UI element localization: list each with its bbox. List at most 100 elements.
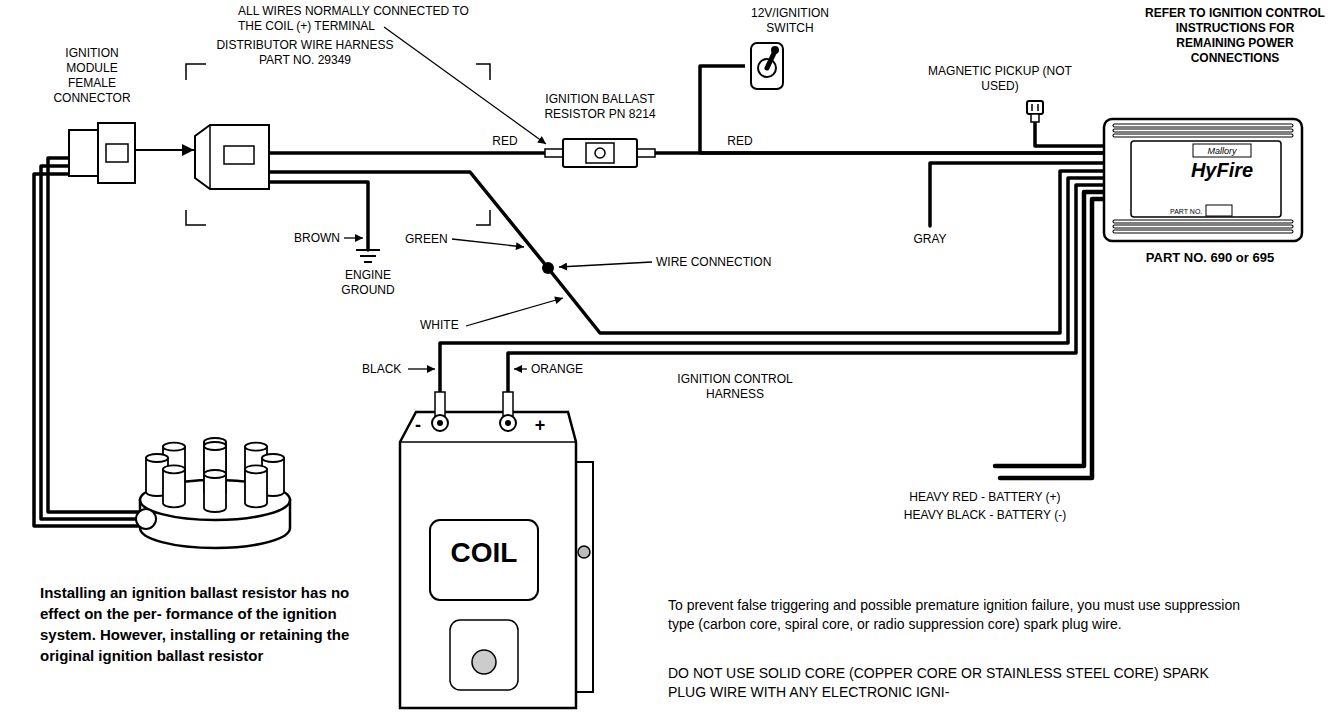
wire-color: WHITE [420, 318, 470, 333]
coil-label-box [430, 520, 538, 600]
node-text: HyFire [1167, 158, 1277, 183]
ignition-control-box: REFER TO IGNITION CONTROL INSTRUCTIONS F… [1103, 118, 1303, 242]
coil-mount-hole [472, 650, 496, 674]
distributor-cap [136, 438, 290, 548]
node-text: PART NO. [1170, 207, 1210, 216]
connector-latch [106, 144, 128, 162]
connector-body [195, 125, 269, 189]
module-fin [1113, 124, 1293, 127]
heavy-red-wire [995, 192, 1103, 466]
wire [508, 185, 1103, 392]
coil-base-panel [450, 620, 518, 690]
wire [270, 171, 1103, 333]
coil-bolt [578, 546, 590, 558]
pickup-boot [1031, 114, 1039, 122]
node-label: COIL [434, 535, 534, 570]
connector-body [69, 130, 98, 176]
leader-line [452, 239, 524, 247]
wire-color: ORANGE [531, 362, 591, 377]
switch-knob [771, 46, 779, 54]
resistor-mount [586, 143, 614, 163]
wire [270, 151, 545, 155]
leader-line [384, 27, 546, 144]
harness-bracket [476, 210, 490, 225]
female-connector-shape [68, 122, 136, 184]
module-fin [1113, 220, 1293, 223]
magnetic-pickup: MAGNETIC PICKUP (NOT USED) [1026, 100, 1044, 122]
gray-wire [930, 163, 1103, 226]
distributor-wire [34, 174, 145, 526]
node-text: - [409, 414, 427, 437]
ignition-switch-shape [745, 42, 789, 90]
cap-tower-top [204, 442, 226, 450]
cap-tower-top [245, 465, 267, 473]
battery-label: HEAVY BLACK - BATTERY (-) [870, 508, 1100, 523]
pickup-pins [1032, 104, 1038, 111]
note-paragraph: To prevent false triggering and possible… [668, 596, 1248, 634]
ground-label: ENGINE GROUND [333, 268, 403, 298]
node-text: Mallory [1182, 146, 1262, 157]
female-connector: IGNITION MODULE FEMALE CONNECTOR [68, 122, 136, 184]
harness-bracket [476, 64, 490, 80]
terminal-ring [500, 415, 516, 431]
cap-tower-top [163, 465, 185, 473]
coil-terminal [435, 392, 445, 416]
pickup-plug [1027, 101, 1043, 114]
wire [440, 178, 1103, 392]
switch-plate [751, 43, 783, 89]
wire [1035, 122, 1103, 146]
node-label: IGNITION MODULE FEMALE CONNECTOR [47, 46, 137, 106]
cap-tower [204, 474, 226, 512]
ground-symbol [356, 250, 380, 262]
node-text: + [531, 414, 549, 437]
module-fin [1113, 134, 1293, 137]
cap-tower-top [204, 470, 226, 478]
node-label: 12V/IGNITION SWITCH [735, 6, 845, 36]
callout-note: ALL WIRES NORMALLY CONNECTED TO THE COIL… [238, 4, 488, 34]
wire-color: BLACK [362, 362, 412, 377]
leader-line [344, 237, 363, 238]
module-fin [1113, 129, 1293, 132]
plug-arrow [136, 149, 194, 151]
wire-color: GRAY [905, 232, 955, 247]
cap-tower-top [262, 454, 284, 462]
leader-line [408, 368, 435, 369]
resistor-symbol [563, 139, 637, 167]
terminal-ring [432, 415, 448, 431]
brown-wire [270, 182, 368, 250]
distributor-wire [41, 166, 145, 519]
harness-connector-shape [194, 124, 270, 190]
node-label: MAGNETIC PICKUP (NOT USED) [925, 64, 1075, 94]
coil-flange [576, 462, 593, 692]
coil-ridge [400, 441, 576, 443]
part-number-box [1206, 205, 1232, 216]
wire-color: BROWN [280, 231, 340, 246]
module-plate [1131, 141, 1281, 217]
leader-line [514, 368, 527, 369]
harness-label: IGNITION CONTROL HARNESS [660, 372, 810, 402]
cap-tower-top [245, 443, 267, 451]
node-label: REFER TO IGNITION CONTROL INSTRUCTIONS F… [1141, 6, 1329, 66]
coil-body [400, 412, 576, 708]
coil-terminal [503, 392, 513, 416]
ballast-resistor: IGNITION BALLAST RESISTOR PN 8214 [545, 138, 655, 168]
magnetic-pickup-shape [1026, 100, 1044, 122]
module-housing [1104, 119, 1302, 241]
leader-line [466, 298, 563, 326]
node-label: DISTRIBUTOR WIRE HARNESS PART NO. 29349 [208, 38, 403, 68]
battery-label: HEAVY RED - BATTERY (+) [870, 490, 1100, 505]
node-text: PART NO. 690 or 695 [1110, 250, 1310, 266]
resistor-screw [595, 148, 605, 158]
connector-edge [209, 125, 211, 189]
connector-latch [224, 146, 254, 164]
terminal-stud [505, 420, 511, 426]
cap-tower-top [146, 454, 168, 462]
harness-bracket [186, 64, 206, 80]
wire-color: GREEN [405, 232, 455, 247]
module-fin [1113, 230, 1293, 233]
connector-body [98, 123, 135, 183]
module-fin [1113, 225, 1293, 228]
node-label: IGNITION BALLAST RESISTOR PN 8214 [535, 92, 665, 122]
